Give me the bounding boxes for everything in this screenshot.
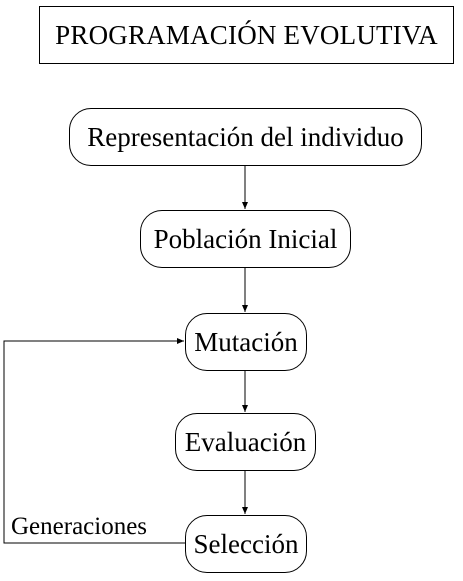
node-label: Representación del individuo [87, 121, 404, 152]
node-label: Población Inicial [153, 223, 338, 254]
loop-label-generaciones: Generaciones [11, 513, 148, 540]
node-seleccion: Selección [185, 515, 307, 573]
node-label: Mutación [194, 326, 298, 357]
node-evaluacion: Evaluación [175, 413, 316, 471]
node-label: Evaluación [184, 426, 307, 457]
node-label: Selección [193, 528, 299, 559]
node-representacion-del-individuo: Representación del individuo [69, 108, 422, 166]
node-poblacion-inicial: Población Inicial [140, 210, 351, 268]
node-mutacion: Mutación [185, 313, 307, 371]
diagram-title: PROGRAMACIÓN EVOLUTIVA [39, 6, 454, 64]
